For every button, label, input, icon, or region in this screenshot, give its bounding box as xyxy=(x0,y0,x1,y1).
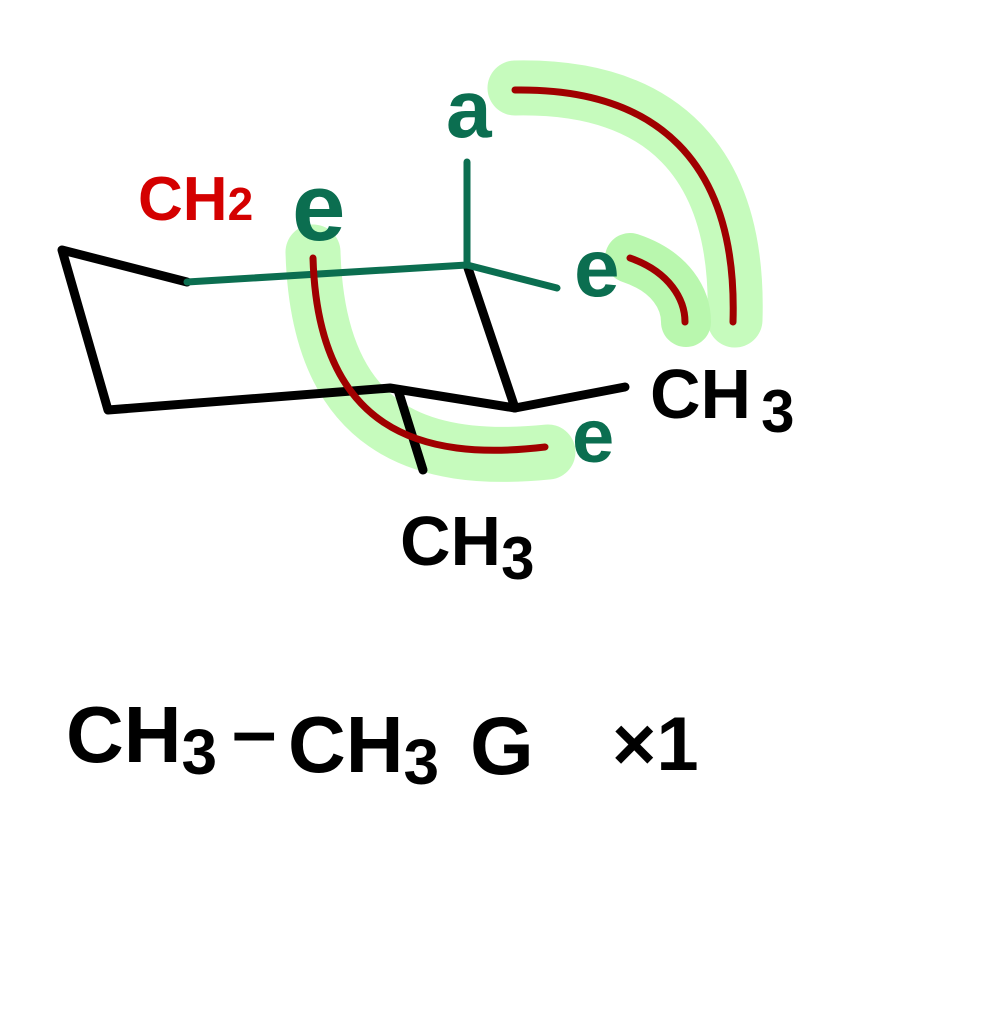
interaction-equation: CH3 – CH3 G ×1 xyxy=(66,686,699,798)
equatorial-label-bottom: e xyxy=(572,394,614,479)
axial-label: a xyxy=(446,64,493,155)
ring-bond-path xyxy=(57,245,520,415)
interaction-arc-2 xyxy=(511,86,737,326)
highlight-gauche-1 xyxy=(285,224,576,482)
interaction-arc-3 xyxy=(626,254,689,326)
ring-bond-top xyxy=(183,261,471,286)
equation-dash: – xyxy=(232,686,277,775)
equatorial-label-right: e xyxy=(574,223,620,314)
gauche-symbol: G xyxy=(470,701,534,792)
equation-methyl-right: CH3 xyxy=(288,700,439,798)
interaction-multiplier: ×1 xyxy=(612,702,699,787)
equatorial-bond-right xyxy=(510,382,630,413)
equatorial-label-top: e xyxy=(292,154,345,261)
equatorial-bond-top xyxy=(463,261,561,292)
gauche-interactions xyxy=(309,86,737,454)
position-bonds xyxy=(183,158,561,292)
methyl-label-bottom: CH3 xyxy=(400,502,534,592)
axial-bond-bottom xyxy=(393,385,428,475)
ring-bonds xyxy=(57,245,630,475)
equation-methyl-left: CH3 xyxy=(66,690,217,788)
interaction-arc-1 xyxy=(309,254,549,454)
methylene-label: CH2 xyxy=(138,165,253,234)
